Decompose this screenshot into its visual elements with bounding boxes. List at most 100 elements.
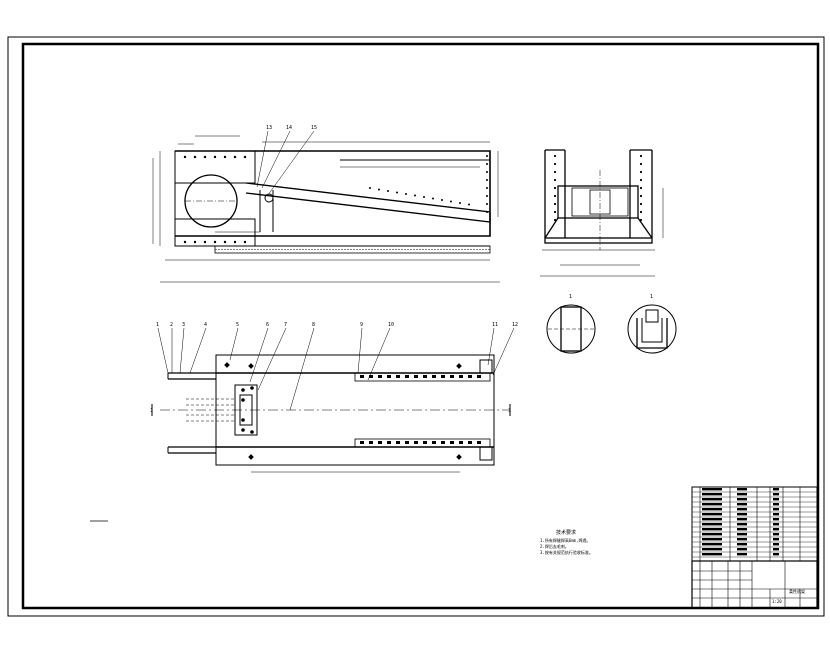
parts-cell-text [737, 493, 747, 496]
bolt-hole [639, 170, 643, 174]
slot [468, 375, 472, 378]
bolt-marker [456, 454, 462, 460]
bolt-hole [387, 190, 389, 192]
bolt-hole [639, 154, 643, 158]
bolt-row-end-view [553, 154, 643, 222]
bolt-hole [250, 430, 254, 434]
bolt-hole [553, 186, 557, 190]
bolt-hole [396, 191, 398, 194]
parts-cell-text [773, 533, 779, 536]
part-number: 12 [512, 322, 518, 328]
bolt-hole [243, 155, 247, 159]
bolt-hole [486, 163, 488, 165]
parts-cell-text [773, 498, 779, 501]
parts-cell-text [702, 538, 722, 541]
callout-leader [289, 327, 315, 411]
slot [432, 375, 436, 378]
notes-title: 技术要求 [556, 529, 576, 536]
callout-leader [492, 327, 515, 376]
parts-cell-text [773, 508, 779, 511]
bolt-hole [405, 193, 407, 195]
part-number: 1 [156, 322, 159, 328]
bolt-marker [248, 363, 254, 369]
bolt-hole [193, 155, 197, 159]
slot [414, 441, 418, 444]
slot [441, 375, 445, 378]
parts-cell-text [737, 508, 747, 511]
parts-cell-text [702, 523, 722, 526]
bolt-hole [486, 203, 488, 205]
slot [468, 441, 472, 444]
note-line-2: 2.焊后去毛刺。 [540, 543, 569, 549]
part-number: 10 [388, 322, 394, 328]
slot [432, 441, 436, 444]
drawing-border [21, 42, 820, 610]
parts-cell-text [737, 523, 747, 526]
parts-cell-text [702, 513, 722, 516]
callout-leader [157, 327, 169, 374]
bolt-hole [486, 155, 488, 157]
part-number: 5 [236, 322, 239, 328]
parts-cell-text [702, 548, 722, 551]
bolt-hole [250, 386, 254, 390]
bolt-hole [639, 178, 643, 182]
callout-leader [367, 327, 391, 381]
bolt-hole [233, 155, 237, 159]
parts-cell-text [773, 513, 779, 516]
slot [459, 375, 463, 378]
slot [360, 441, 364, 444]
part-number: 8 [312, 322, 315, 328]
parts-cell-text [702, 493, 722, 496]
parts-cell-text [737, 498, 747, 501]
slot [360, 375, 364, 378]
parts-cell-text [737, 553, 747, 556]
bolt-hole [553, 194, 557, 198]
bolt-marker [456, 363, 462, 369]
parts-cell-text [737, 528, 747, 531]
bolt-hole [639, 186, 643, 190]
slot [423, 441, 427, 444]
title-block-name: 柔性机架 [789, 588, 805, 594]
bolt-hole [459, 202, 461, 204]
callout-leader [487, 327, 495, 366]
callout-leader [179, 327, 185, 374]
slot [441, 441, 445, 444]
callout-leader [357, 327, 363, 374]
bolt-hole [450, 200, 452, 203]
slot [387, 375, 391, 378]
bolt-hole [468, 203, 470, 206]
part-number: 7 [284, 322, 287, 328]
bolt-hole [203, 155, 207, 159]
bolt-row-elevation [183, 155, 488, 244]
parts-cell-text [737, 503, 747, 506]
slot [414, 375, 418, 378]
parts-cell-text [737, 538, 747, 541]
slot [450, 375, 454, 378]
slot [369, 375, 373, 378]
bolt-hole [432, 197, 434, 200]
parts-cell-text [773, 538, 779, 541]
part-number: 6 [266, 322, 269, 328]
slot [369, 441, 373, 444]
bolt-hole [233, 240, 237, 244]
bolt-hole [241, 428, 245, 432]
bolt-hole [193, 240, 197, 244]
slot [477, 441, 481, 444]
part-number: 3 [182, 322, 185, 328]
bolt-hole [639, 202, 643, 206]
slot [405, 375, 409, 378]
parts-cell-text [737, 518, 747, 521]
bolt-hole [639, 218, 643, 222]
parts-cell-text [702, 503, 722, 506]
outer-frame [7, 36, 825, 617]
parts-cell-text [702, 518, 722, 521]
bolt-hole [223, 155, 227, 159]
bolt-hole [553, 162, 557, 166]
parts-cell-text [773, 548, 779, 551]
bolt-hole [639, 194, 643, 198]
bolt-row-plan [224, 362, 481, 460]
end-view [540, 149, 664, 277]
